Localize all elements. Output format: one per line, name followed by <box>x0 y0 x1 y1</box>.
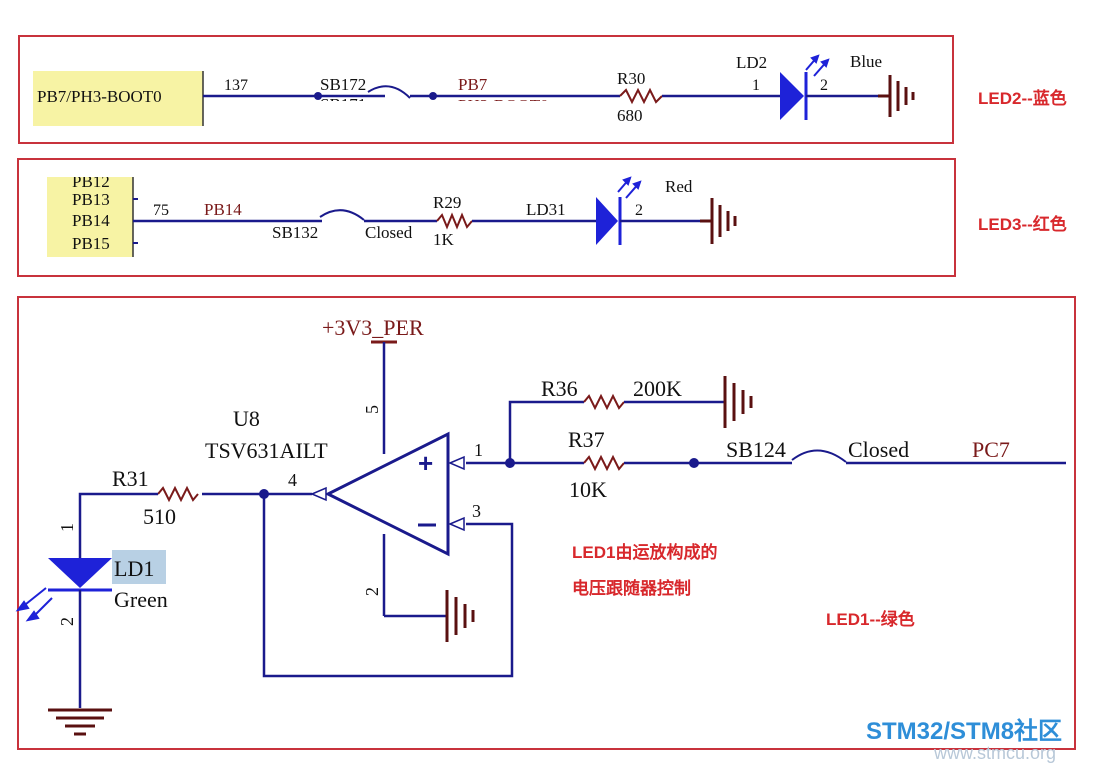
panel-led3-frame <box>17 158 956 277</box>
label-mask <box>47 160 133 177</box>
diode-ref: LD1 <box>114 556 154 581</box>
note-line-2: 电压跟随器控制 <box>572 578 691 598</box>
diode-pin-1: 1 <box>57 523 77 532</box>
watermark-brand-a: STM32 <box>866 718 943 745</box>
led-ld2-triangle <box>780 72 804 120</box>
resistor-r36 <box>583 393 625 411</box>
wire-r36-branch <box>508 400 584 463</box>
led-ld1-triangle <box>48 558 112 588</box>
label-mask <box>455 101 595 115</box>
jumper-state: Closed <box>848 437 909 462</box>
ground-icon <box>723 376 753 428</box>
watermark: STM32/STM8社区 www.stmcu.org <box>866 717 1062 763</box>
caption-led1: LED1--绿色 <box>826 609 915 629</box>
jumper-label: SB124 <box>726 437 786 462</box>
opamp-pin-out: 4 <box>288 470 297 490</box>
solder-bridge-arc <box>319 209 365 221</box>
resistor-r36-value: 200K <box>633 376 682 401</box>
diode-color: Red <box>665 177 693 196</box>
net-label: PB14 <box>204 200 242 219</box>
pin-arrow <box>310 486 327 502</box>
jumper-label: SB172 <box>320 75 366 94</box>
ground-icon <box>700 198 737 244</box>
port-box-pb7 <box>33 71 203 126</box>
opamp-part: TSV631AILT <box>205 438 328 463</box>
solder-bridge-arc <box>367 85 411 99</box>
diode-ref-highlight <box>112 550 166 584</box>
port-row: PB13 <box>72 190 110 209</box>
pin-number: 75 <box>153 202 169 219</box>
net-label: PB7 <box>458 75 488 94</box>
watermark-site: www.stmcu.org <box>933 743 1056 763</box>
resistor-r37 <box>583 454 625 472</box>
watermark-brand: STM32/STM8社区 <box>866 717 1062 745</box>
supply-label: +3V3_PER <box>322 315 424 340</box>
resistor-r31 <box>157 485 199 503</box>
ground-icon <box>445 590 475 642</box>
opamp-plus-sign: + <box>418 448 433 478</box>
light-arrows-icon <box>805 54 830 77</box>
jumper-state: Closed <box>365 223 413 242</box>
resistor-r31-value: 510 <box>143 504 176 529</box>
led-ld31-triangle <box>596 197 618 245</box>
panel-led2: PB7/PH3-BOOT0 137 SB172 SB171 PB7 PH3-BO… <box>18 35 954 144</box>
net-label: PC7 <box>972 437 1010 462</box>
diode-pin-2: 2 <box>635 202 643 219</box>
opamp-ref: U8 <box>233 406 260 431</box>
watermark-community: 社区 <box>1014 717 1062 745</box>
watermark-brand-b: STM8 <box>950 718 1014 745</box>
port-box-pb14 <box>47 177 133 257</box>
junction-dot <box>314 92 322 100</box>
panel-led1: +3V3_PER 5 + U8 TSV631AILT 4 3 1 R36 200… <box>15 296 1076 750</box>
opamp-pin-in-plus: 1 <box>474 440 483 460</box>
opamp-pin-vcc: 5 <box>362 405 382 414</box>
port-row: PB15 <box>72 234 110 253</box>
junction-dot <box>429 92 437 100</box>
solder-bridge-arc <box>791 449 847 463</box>
port-label: PB7/PH3-BOOT0 <box>37 87 162 106</box>
diode-color: Green <box>114 587 168 612</box>
note-line-1: LED1由运放构成的 <box>572 542 717 562</box>
panel-led1-frame <box>17 296 1076 750</box>
panel-led2-frame <box>18 35 954 144</box>
opamp-pin-in-minus: 3 <box>472 501 481 521</box>
pin-arrow <box>448 455 465 471</box>
diode-color: Blue <box>850 52 882 71</box>
opamp-pin-gnd: 2 <box>362 587 382 596</box>
resistor-value: 1K <box>433 230 455 249</box>
resistor-value: 680 <box>617 106 643 125</box>
jumper-label: SB132 <box>272 223 318 242</box>
wire-feedback <box>262 494 514 678</box>
junction-dot <box>689 458 699 468</box>
diode-ref: LD31 <box>526 200 566 219</box>
light-arrows-icon <box>617 176 642 199</box>
wire-r31-led <box>78 492 158 558</box>
caption-led2: LED2--蓝色 <box>978 88 1067 108</box>
resistor-r30 <box>619 87 663 105</box>
diode-pin-1: 1 <box>752 77 760 94</box>
watermark-slash: / <box>943 718 950 745</box>
panel-led3: PB12 PB13 PB14 PB15 75 PB14 SB132 Closed… <box>17 158 956 277</box>
resistor-r37-value: 10K <box>569 477 607 502</box>
pin-number: 137 <box>224 77 248 94</box>
pin-arrow <box>448 516 465 532</box>
light-arrows-icon <box>15 587 53 622</box>
diode-pin-2: 2 <box>57 617 77 626</box>
resistor-ref: R29 <box>433 193 461 212</box>
diode-pin-2: 2 <box>820 77 828 94</box>
port-row: PB14 <box>72 211 110 230</box>
ground-icon <box>878 75 915 117</box>
resistor-ref: R30 <box>617 69 645 88</box>
resistor-r29 <box>436 212 473 230</box>
resistor-r36-ref: R36 <box>541 376 578 401</box>
ground-icon <box>48 708 112 736</box>
resistor-r37-ref: R37 <box>568 427 605 452</box>
diode-ref: LD2 <box>736 53 767 72</box>
resistor-r31-ref: R31 <box>112 466 149 491</box>
caption-led3: LED3--红色 <box>978 214 1067 234</box>
